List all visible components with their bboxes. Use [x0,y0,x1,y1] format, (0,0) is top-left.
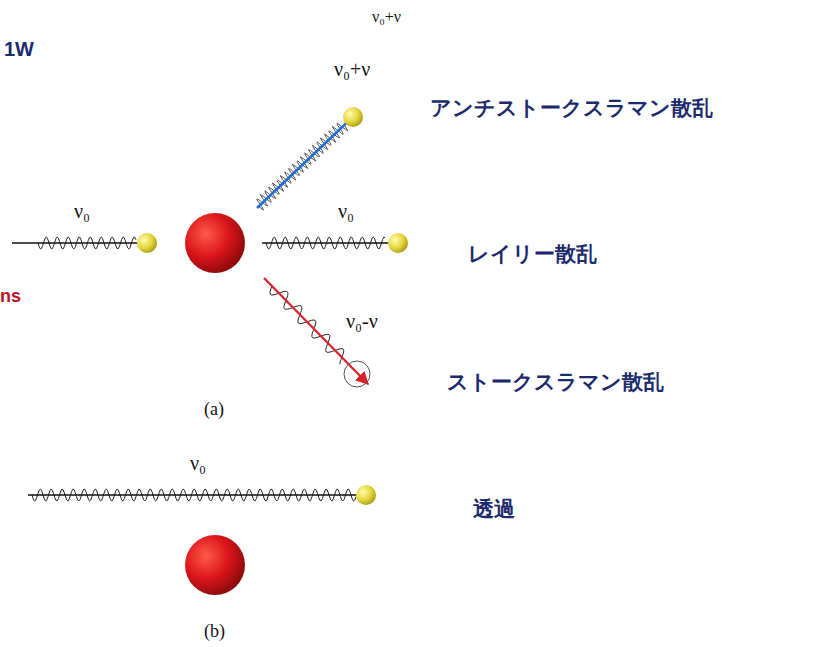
scatter-label: レイリー散乱 [468,243,597,266]
molecule [185,535,245,595]
rayleigh-photon [262,242,402,243]
panel-label: (a) [204,400,224,420]
frequency-label: ν₀-ν [346,310,378,332]
frequency-label: ν₀ [190,452,206,474]
partial-label: 1W [4,38,34,60]
photon-ball [343,107,363,127]
frequency-label: ν₀ [74,200,90,222]
scatter-label: アンチストークスラマン散乱 [430,97,713,120]
photon-ball [356,485,376,505]
anti-stokes-photon [257,112,358,208]
wave [270,286,344,364]
empty-photon [344,361,370,387]
transmitted-photon [28,494,372,495]
incident-photon [12,242,150,243]
molecule [185,213,245,273]
partial-label: ns [0,287,21,307]
frequency-label: ν₀+ν [372,8,401,26]
panel-label: (b) [204,622,225,642]
photon-ball [137,233,157,253]
scatter-label: ストークスラマン散乱 [447,371,664,394]
frequency-label: ν₀+ν [334,58,370,80]
scatter-label: 透過 [473,498,515,521]
photon-ball [388,233,408,253]
frequency-label: ν₀ [338,200,354,222]
